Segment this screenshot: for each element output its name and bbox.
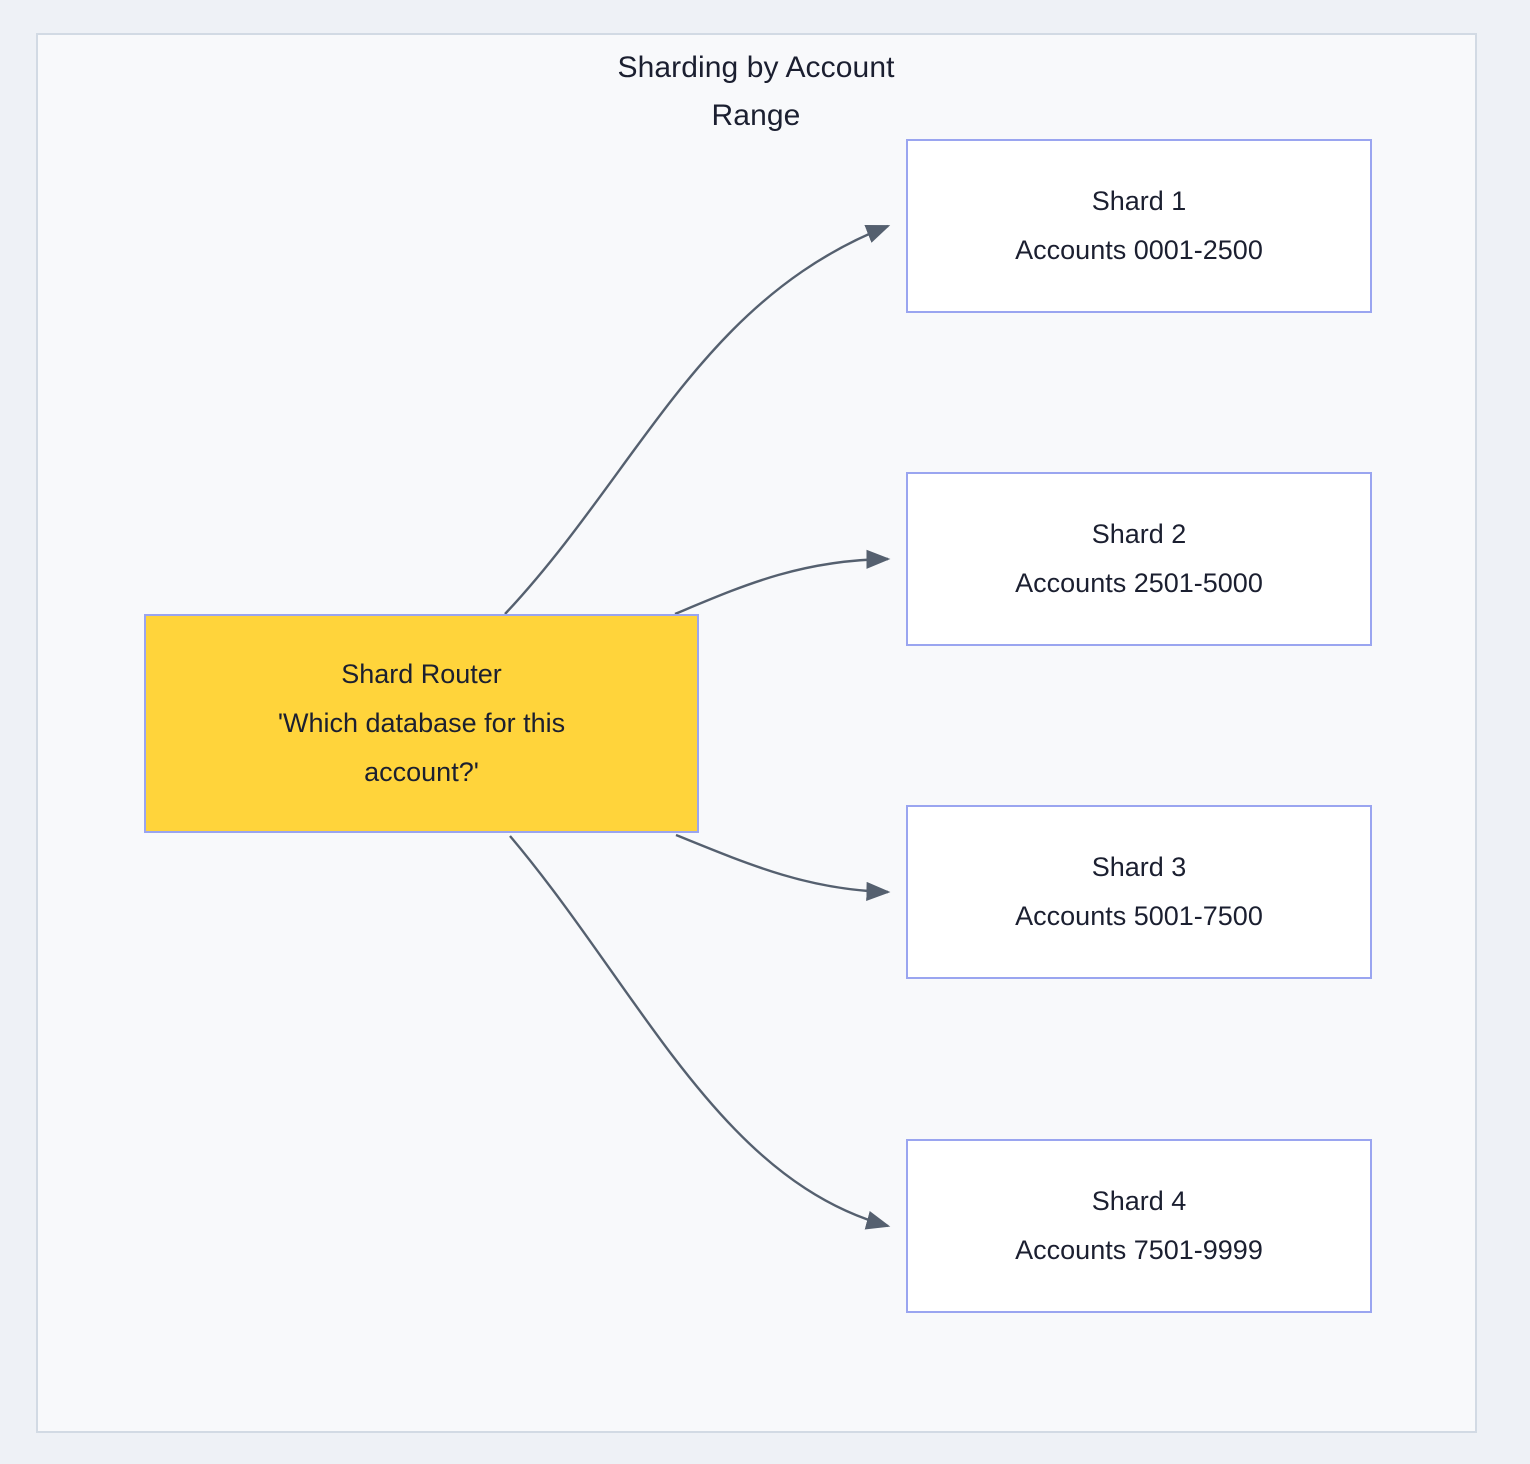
shard-3-range: Accounts 5001-7500 xyxy=(1015,901,1263,931)
shard-4-range: Accounts 7501-9999 xyxy=(1015,1235,1263,1265)
node-shard-router[interactable]: Shard Router 'Which database for this ac… xyxy=(144,614,699,833)
node-shard-3[interactable]: Shard 3 Accounts 5001-7500 xyxy=(906,805,1372,979)
router-question: 'Which database for this account?' xyxy=(277,708,566,787)
shard-2-name: Shard 2 xyxy=(1091,519,1187,549)
diagram-title: Sharding by Account Range xyxy=(617,51,895,132)
shard-1-range: Accounts 0001-2500 xyxy=(1015,235,1263,265)
shard-2-range: Accounts 2501-5000 xyxy=(1015,568,1263,598)
router-title: Shard Router xyxy=(341,659,502,689)
shard-1-name: Shard 1 xyxy=(1091,186,1187,216)
shard-3-name: Shard 3 xyxy=(1091,852,1187,882)
node-shard-1[interactable]: Shard 1 Accounts 0001-2500 xyxy=(906,139,1372,313)
node-shard-4[interactable]: Shard 4 Accounts 7501-9999 xyxy=(906,1139,1372,1313)
shard-4-name: Shard 4 xyxy=(1091,1186,1187,1216)
node-shard-2[interactable]: Shard 2 Accounts 2501-5000 xyxy=(906,472,1372,646)
